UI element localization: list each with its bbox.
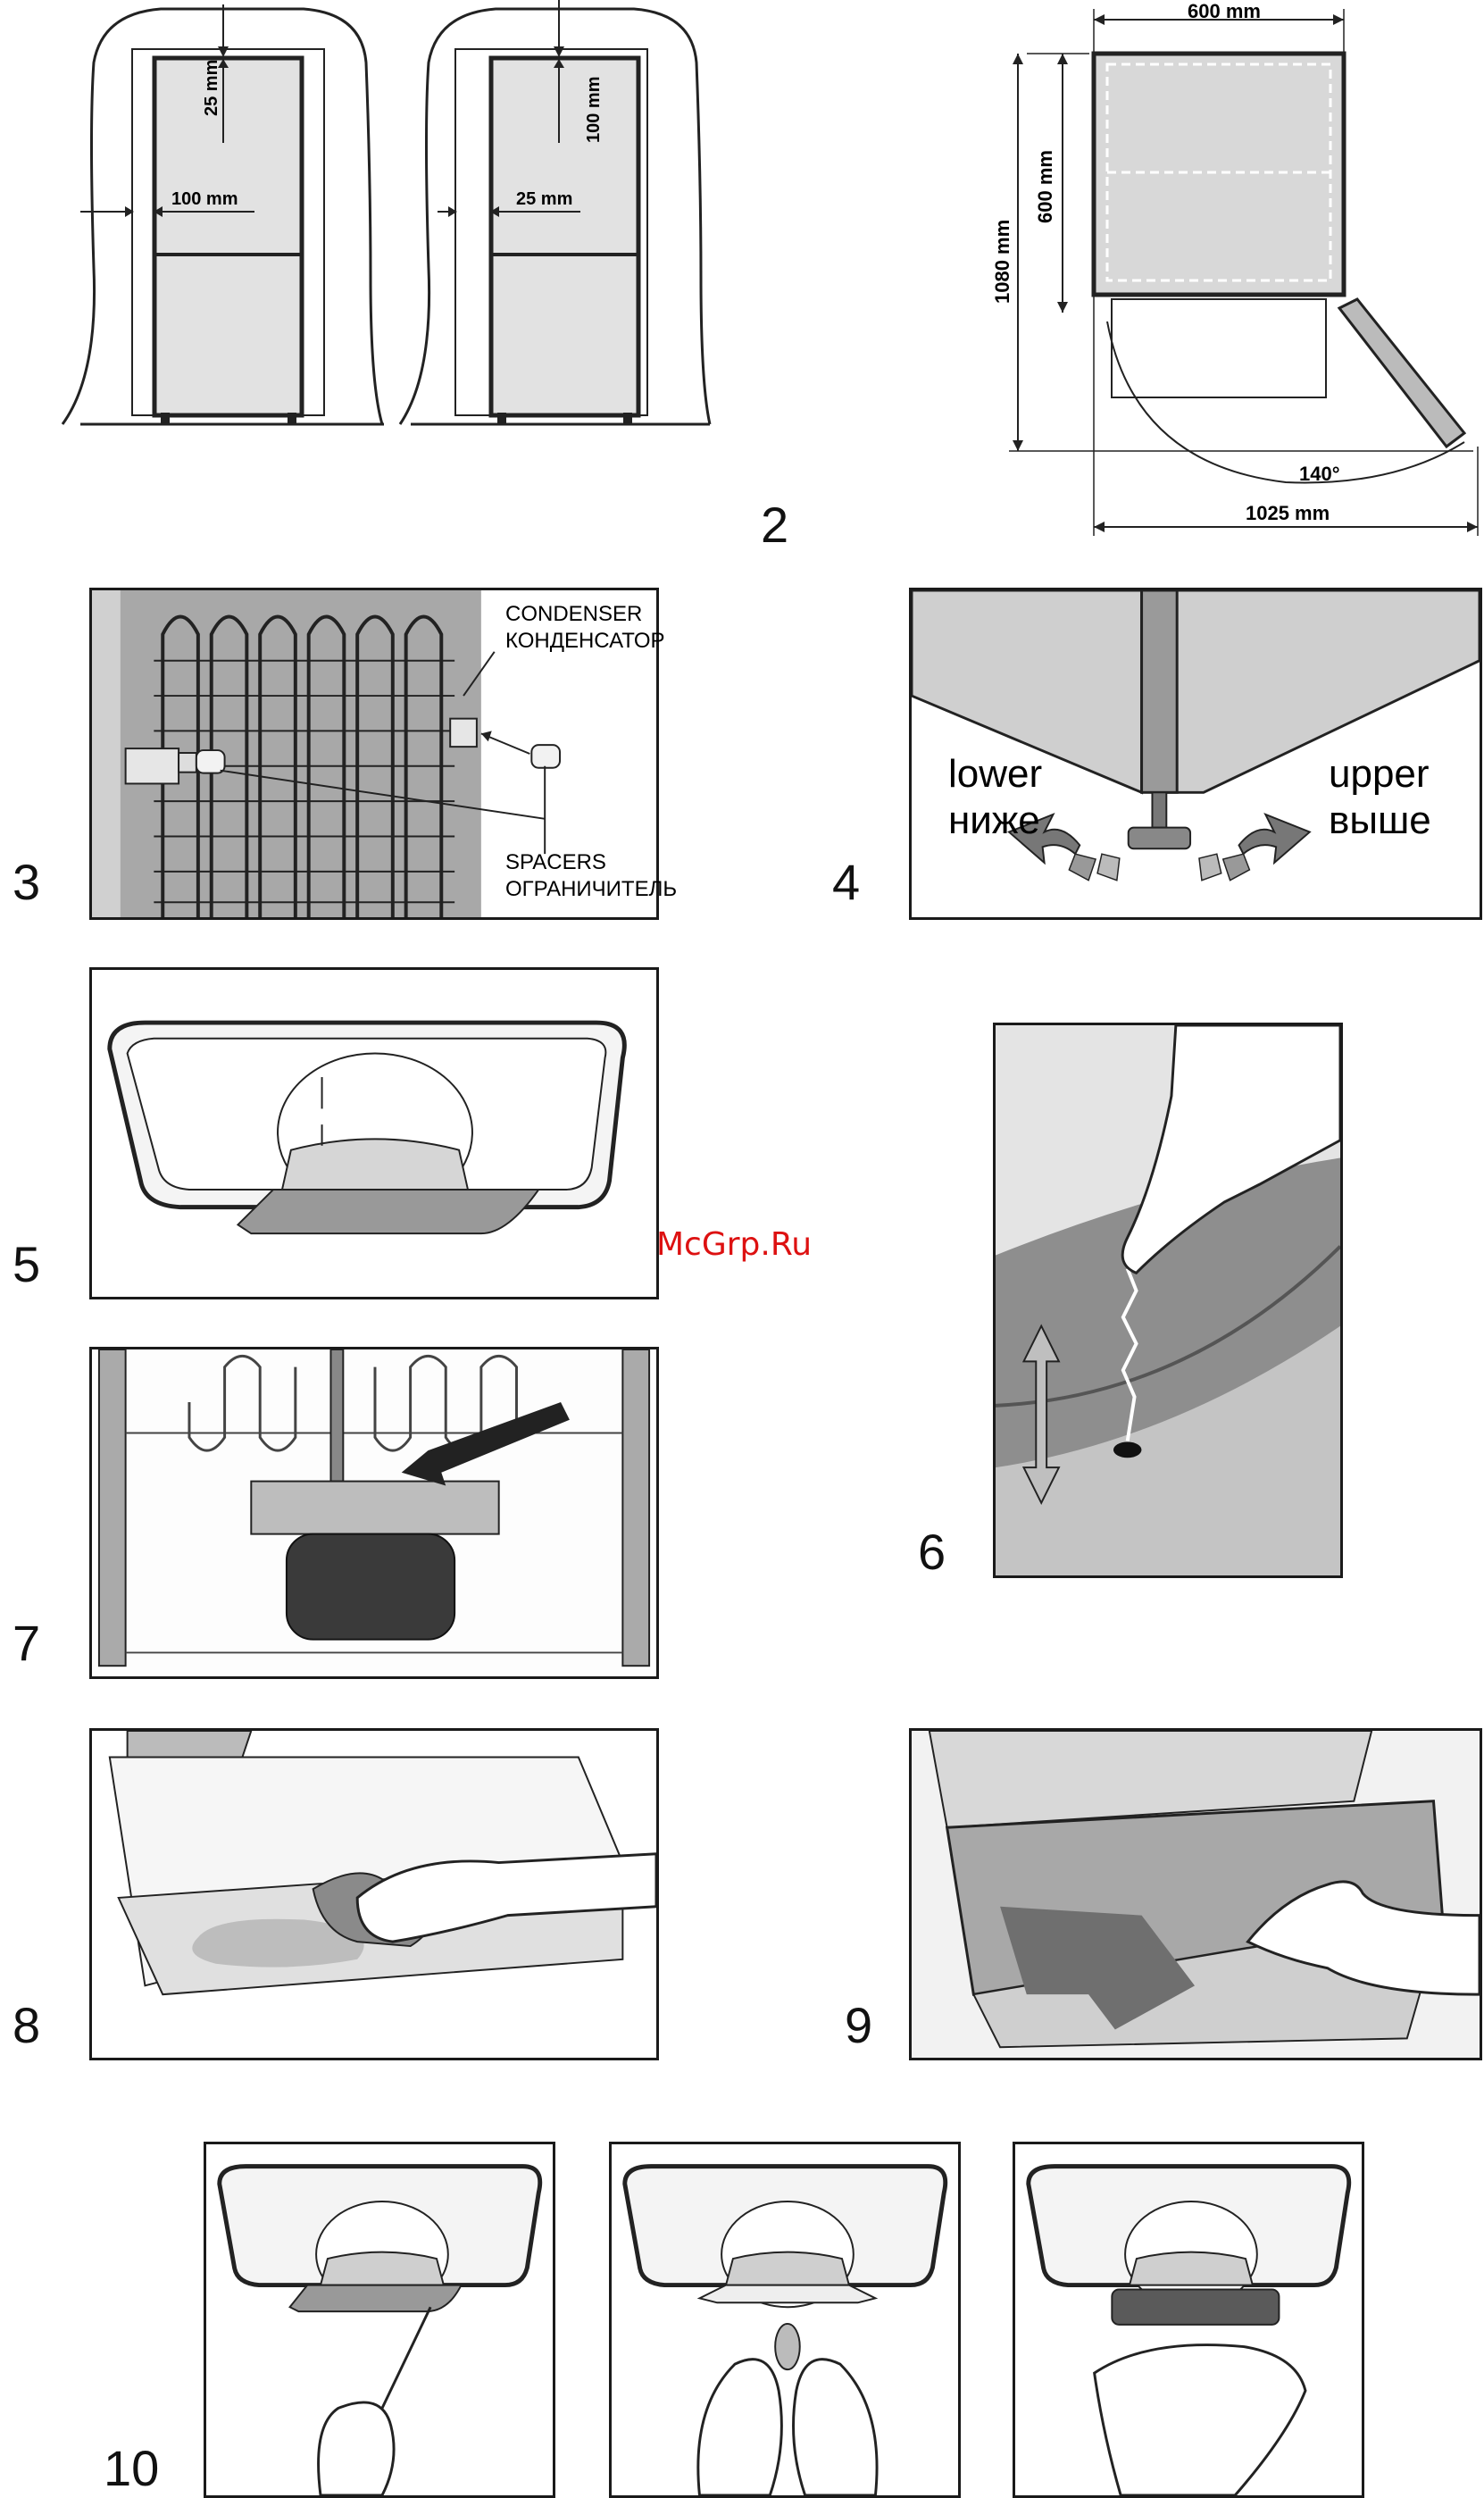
- figure-7-panel: [89, 1347, 659, 1679]
- fig3-spacers-en: SPACERS: [505, 850, 606, 875]
- watermark: McGrp.Ru: [656, 1226, 812, 1263]
- figure-10-step-1: [204, 2142, 555, 2498]
- figure-9-number: 9: [845, 2001, 872, 2051]
- figure-2-number: 2: [761, 500, 788, 550]
- fig1-right-top-gap: 100 mm: [584, 77, 604, 144]
- fig2-depth-label: 600 mm: [1034, 150, 1057, 223]
- fig4-upper-en: upper: [1329, 752, 1430, 797]
- figure-5-number: 5: [13, 1240, 40, 1290]
- fig3-condenser-ru: КОНДЕНСАТОР: [505, 629, 665, 654]
- figure-6-panel: [993, 1023, 1343, 1578]
- fig1-right-side-gap: 25 mm: [516, 189, 572, 210]
- figure-6-number: 6: [918, 1527, 946, 1577]
- figure-1-clearances-right: [393, 0, 714, 438]
- figure-2-door-swing: [991, 0, 1484, 554]
- figure-10-step-2: [609, 2142, 961, 2498]
- fig2-width-label: 600 mm: [1188, 0, 1261, 23]
- fig3-condenser-en: CONDENSER: [505, 602, 642, 627]
- fig4-lower-ru: ниже: [948, 798, 1040, 843]
- figure-10-step-3: [1013, 2142, 1364, 2498]
- fig2-width-open-label: 1025 mm: [1246, 502, 1330, 525]
- figure-8-panel: [89, 1728, 659, 2060]
- fig4-lower-en: lower: [948, 752, 1042, 797]
- figure-5-panel: [89, 967, 659, 1299]
- fig1-left-top-gap: 25 mm: [202, 60, 222, 116]
- figure-4-number: 4: [832, 857, 860, 907]
- figure-9-panel: [909, 1728, 1482, 2060]
- figure-10-number: 10: [104, 2444, 159, 2494]
- fig2-depth-open-label: 1080 mm: [991, 220, 1014, 304]
- fig1-left-side-gap: 100 mm: [171, 189, 238, 210]
- fig3-spacers-ru: ОГРАНИЧИТЕЛЬ: [505, 877, 677, 902]
- figure-8-number: 8: [13, 2001, 40, 2051]
- figure-7-number: 7: [13, 1618, 40, 1668]
- fig2-angle-label: 140°: [1299, 463, 1340, 486]
- figure-3-number: 3: [13, 857, 40, 907]
- figure-1-clearances: [54, 0, 393, 438]
- fig4-upper-ru: выше: [1329, 798, 1431, 843]
